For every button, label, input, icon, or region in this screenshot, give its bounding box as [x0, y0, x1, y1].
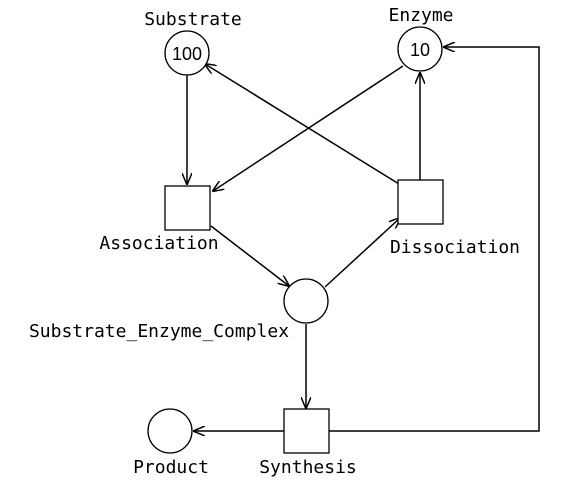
transition-synthesis[interactable]: Synthesis — [259, 408, 357, 478]
transition-dissociation[interactable]: Dissociation — [390, 179, 520, 258]
transition-synthesis-label: Synthesis — [259, 457, 357, 478]
transition-association-box — [164, 185, 211, 231]
place-enzyme-label: Enzyme — [388, 5, 453, 26]
arc-dissociation-to-substrate — [205, 64, 400, 185]
place-substrate-label: Substrate — [144, 9, 242, 30]
arc-synthesis-to-enzyme — [329, 47, 540, 432]
place-enzyme[interactable]: 10 Enzyme — [388, 5, 454, 72]
transition-dissociation-label: Dissociation — [390, 237, 520, 258]
place-substrate-enzyme-complex[interactable]: Substrate_Enzyme_Complex — [29, 278, 329, 342]
place-product[interactable]: Product — [133, 408, 209, 478]
place-substrate-circle — [164, 30, 210, 76]
arc-complex-to-dissociation — [324, 218, 400, 288]
transition-association[interactable]: Association — [99, 185, 219, 254]
place-product-label: Product — [133, 457, 209, 478]
place-complex-label: Substrate_Enzyme_Complex — [29, 321, 289, 342]
transition-dissociation-box — [397, 179, 444, 225]
transition-synthesis-box — [283, 408, 330, 454]
place-substrate-tokens: 100 — [172, 44, 202, 64]
arcs — [187, 47, 540, 432]
place-product-circle — [147, 408, 193, 454]
arc-association-to-complex — [210, 225, 289, 286]
place-substrate[interactable]: 100 Substrate — [144, 9, 242, 76]
place-complex-circle — [283, 278, 329, 324]
place-enzyme-tokens: 10 — [410, 40, 430, 60]
transition-association-label: Association — [99, 233, 218, 254]
place-enzyme-circle — [397, 26, 443, 72]
